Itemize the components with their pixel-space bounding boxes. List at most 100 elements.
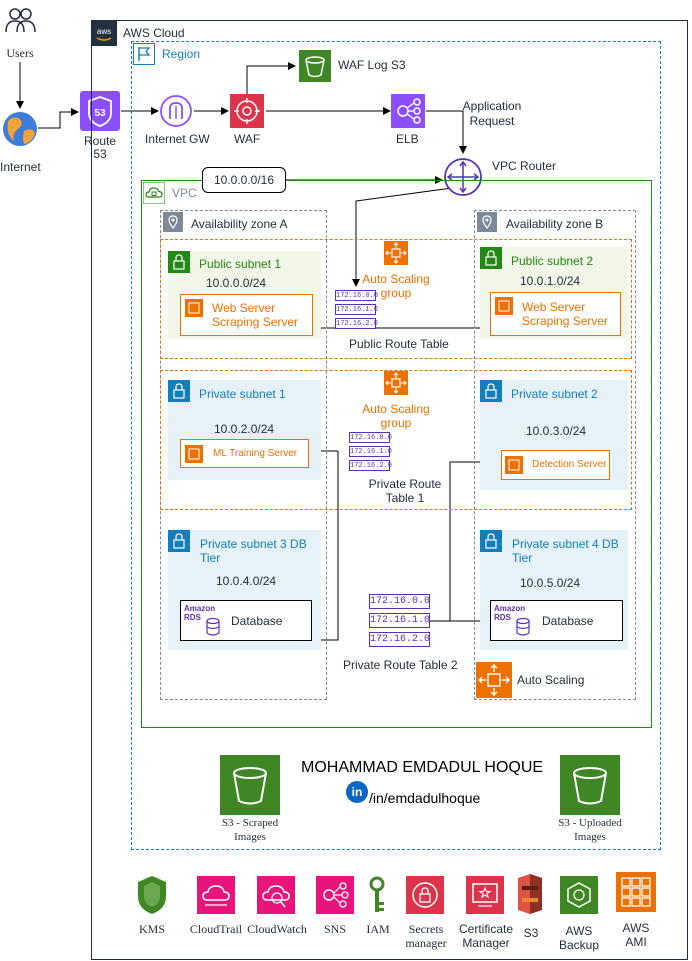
s3-uploaded-bucket-icon (560, 755, 620, 815)
az-b-pin-icon (477, 212, 497, 232)
route-entry: 172.16.0.0 (335, 290, 379, 301)
ml-training-server: ML Training Server (180, 439, 309, 468)
cloudtrail-label: CloudTrail (189, 922, 243, 936)
route-entry: 172.16.1.0 (349, 446, 393, 457)
linkedin-handle[interactable]: /in/emdadulhoque (369, 790, 481, 806)
private-route-table-1: 172.16.0.0 172.16.1.0 172.16.2.0 (349, 432, 393, 471)
public-subnet-2-cidr: 10.0.1.0/24 (520, 274, 581, 288)
router-to-public-rt-arrow (352, 187, 453, 287)
route-entry: 172.16.2.0 (369, 632, 431, 647)
author-name: MOHAMMAD EMDADUL HOQUE (301, 759, 544, 776)
aws-cloud-label: AWS Cloud (123, 26, 185, 40)
vpc-router-label: VPC Router (492, 159, 557, 173)
route53-icon: 53 (80, 91, 120, 131)
vpc-router-icon (443, 157, 483, 197)
aws-cloud-group (91, 20, 688, 960)
aws-ami-icon (616, 872, 656, 912)
ec2-chip-icon (505, 456, 523, 474)
ec2-chip-icon (495, 297, 513, 315)
public-subnet-2-lock-icon (480, 247, 502, 269)
ec2-chip-icon (185, 299, 203, 317)
internet-to-route53-arrow (38, 108, 79, 129)
region-label: Region (162, 47, 201, 61)
s3-service-label: S3 (523, 926, 539, 940)
private-auto-scaling-group (160, 370, 632, 510)
asg-public-icon (384, 241, 408, 265)
public-subnet-1-title: Public subnet 1 (199, 257, 282, 271)
public-subnet-2-title: Public subnet 2 (511, 254, 594, 268)
region-group (131, 41, 661, 850)
cloudwatch-label: CloudWatch (247, 922, 307, 936)
private-subnet-2-cidr: 10.0.3.0/24 (526, 424, 587, 438)
route-entry: 172.16.2.0 (349, 460, 393, 471)
private-subnet-4-cidr: 10.0.5.0/24 (520, 576, 581, 590)
private-subnet-1-cidr: 10.0.2.0/24 (214, 422, 275, 436)
private-route-table-2-label: Private Route Table 2 (343, 658, 458, 672)
vpc-label: VPC (172, 186, 197, 200)
secrets-manager-icon (406, 876, 444, 914)
elb-icon (391, 94, 425, 128)
public-subnet-1-lock-icon (168, 251, 190, 273)
az-b-label: Availability zone B (506, 217, 604, 231)
elb-to-router-arrow (426, 110, 467, 154)
waf-icon (230, 94, 264, 128)
users-icon (4, 4, 36, 36)
waf-to-log-arrow (246, 62, 296, 94)
waf-label: WAF (234, 132, 261, 146)
public-subnet-1-cidr: 10.0.0.0/24 (206, 276, 267, 290)
certificate-manager-icon (466, 876, 504, 914)
s3-scraped-bucket-icon (220, 755, 280, 815)
public-route-table: 172.16.0.0 172.16.1.0 172.16.2.0 (335, 290, 379, 329)
s3-service-icon (516, 872, 544, 916)
waf-log-s3-icon (299, 50, 331, 82)
users-label: Users (6, 46, 34, 60)
kms-label: KMS (138, 922, 165, 936)
iam-key-icon (366, 876, 388, 916)
private-route-table-2: 172.16.0.0 172.16.1.0 172.16.2.0 (369, 594, 430, 647)
public-auto-scaling-group (160, 239, 632, 359)
internet-gateway-icon (159, 94, 193, 128)
sns-label: SNS (323, 922, 346, 936)
private-subnet-3-cidr: 10.0.4.0/24 (216, 574, 277, 588)
private-subnet-3-lock-icon (168, 530, 190, 552)
auto-scaling-label: Auto Scaling (517, 673, 585, 687)
route-entry: 172.16.0.0 (349, 432, 393, 443)
vpc-cloud-icon (142, 181, 166, 205)
route-entry: 172.16.0.0 (369, 594, 431, 609)
cloudwatch-icon (257, 876, 295, 914)
az-a-label: Availability zone A (191, 217, 288, 231)
cloudtrail-icon (197, 876, 235, 914)
sns-icon (316, 876, 354, 914)
private-subnet-1-title: Private subnet 1 (199, 387, 286, 401)
az-a-pin-icon (163, 212, 183, 232)
vpc-group (141, 180, 652, 728)
svg-text:53: 53 (94, 108, 106, 119)
svg-text:aws: aws (97, 27, 111, 36)
region-flag-icon (133, 43, 155, 65)
waf-log-label: WAF Log S3 (338, 58, 406, 72)
auto-scaling-icon (476, 662, 512, 698)
availability-zone-b (474, 210, 636, 700)
ec2-chip-icon (185, 445, 203, 463)
route-entry: 172.16.1.0 (369, 613, 431, 628)
elb-label: ELB (396, 132, 419, 146)
public-route-table-label: Public Route Table (349, 337, 449, 351)
private-subnet-4-lock-icon (480, 530, 502, 552)
private-subnet-2-title: Private subnet 2 (511, 387, 598, 401)
vpc-cidr-box: 10.0.0.0/16 (202, 167, 286, 193)
aws-cloud-icon: aws (91, 20, 117, 46)
